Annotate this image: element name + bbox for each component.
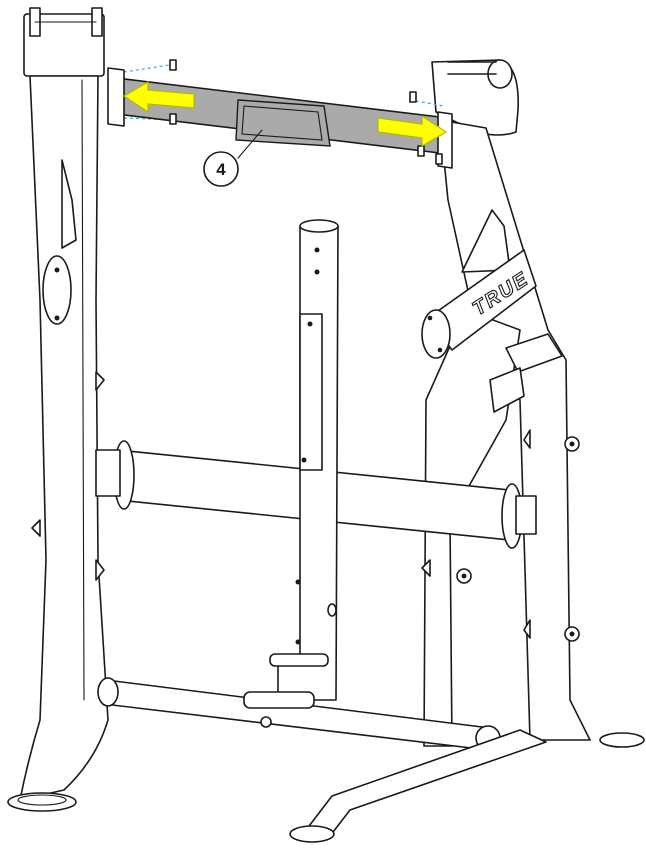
arrow-left-icon [123, 81, 195, 113]
center-post [269, 219, 339, 701]
right-upright-frame [421, 59, 645, 748]
callout-4: 4 [203, 129, 263, 187]
left-end-flange [107, 67, 125, 127]
guide-dashed-line [123, 63, 445, 151]
brand-plate: TRUE [421, 209, 537, 359]
bolt-icon [169, 59, 443, 165]
callout-number: 4 [216, 160, 226, 179]
arrow-right-icon [377, 115, 447, 147]
left-upright-frame [7, 7, 109, 812]
base-foot-rail [289, 729, 547, 843]
highlighted-part-4 [107, 59, 453, 169]
